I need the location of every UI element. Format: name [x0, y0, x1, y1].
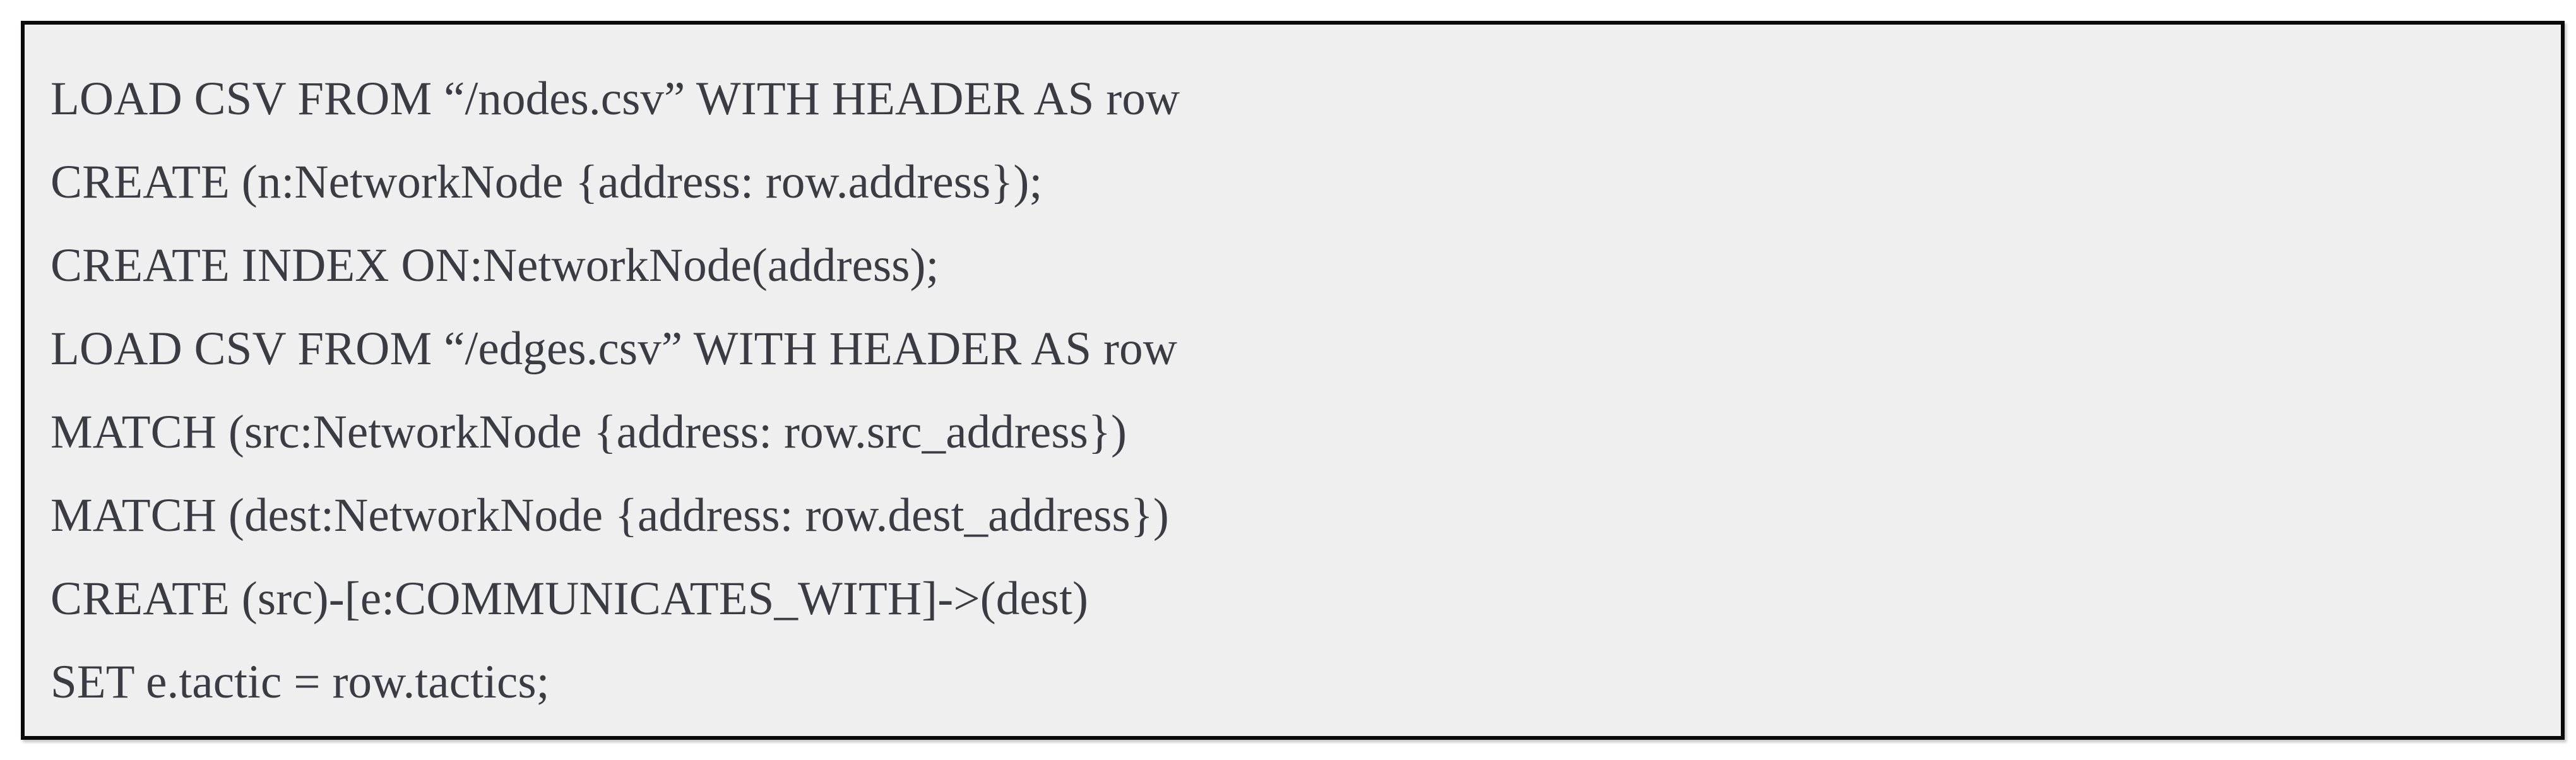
code-line-2: CREATE (n:NetworkNode {address: row.addr… [50, 156, 1043, 208]
code-line-8: SET e.tactic = row.tactics; [50, 656, 550, 708]
code-block-container: LOAD CSV FROM “/nodes.csv” WITH HEADER A… [21, 21, 2565, 740]
code-block-content: LOAD CSV FROM “/nodes.csv” WITH HEADER A… [25, 25, 2561, 736]
code-line-1: LOAD CSV FROM “/nodes.csv” WITH HEADER A… [50, 73, 1180, 125]
code-line-7: CREATE (src)-[e:COMMUNICATES_WITH]->(des… [50, 573, 1089, 625]
code-line-4: LOAD CSV FROM “/edges.csv” WITH HEADER A… [50, 323, 1177, 375]
code-line-6: MATCH (dest:NetworkNode {address: row.de… [50, 489, 1169, 542]
code-line-3: CREATE INDEX ON:NetworkNode(address); [50, 239, 939, 292]
code-line-5: MATCH (src:NetworkNode {address: row.src… [50, 406, 1127, 458]
